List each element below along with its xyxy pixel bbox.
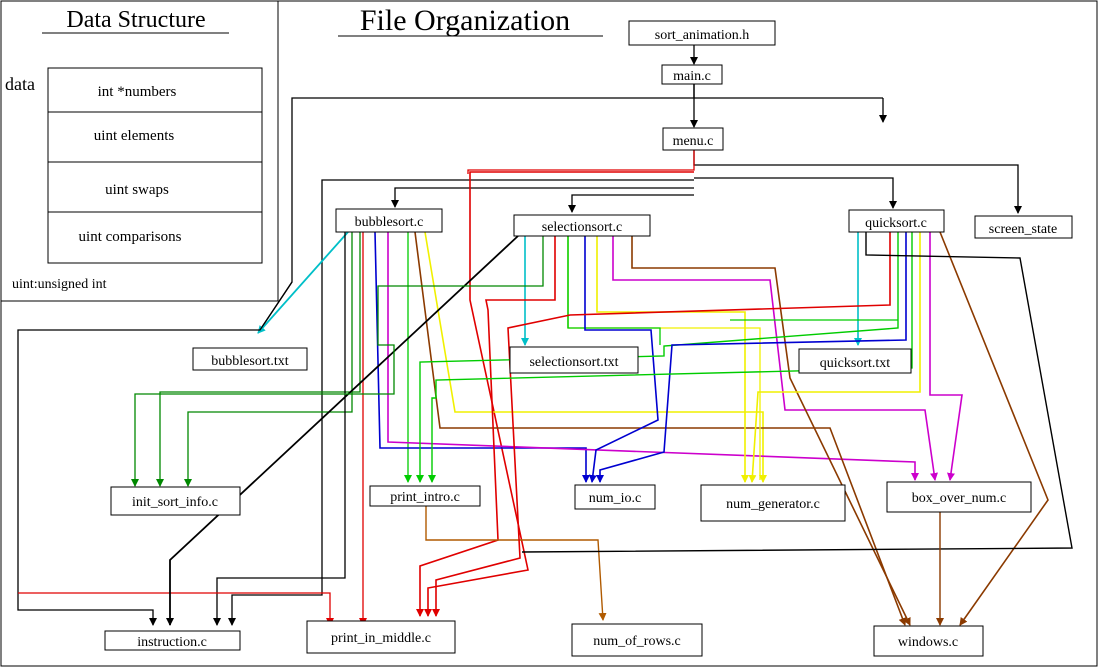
edge-quicksort-to-windows xyxy=(939,231,1049,626)
edge-main-to-instruction-top xyxy=(259,83,695,331)
edge-quicksort-to-print-in-middle xyxy=(432,232,891,617)
svg-text:windows.c: windows.c xyxy=(898,635,958,650)
edge-menu-to-selectionsort xyxy=(568,194,694,213)
edge-menu-to-quicksort xyxy=(694,177,897,209)
struct-row-numbers: int *numbers xyxy=(98,84,177,100)
svg-text:bubblesort.txt: bubblesort.txt xyxy=(211,354,288,369)
svg-text:menu.c: menu.c xyxy=(673,134,714,149)
svg-text:screen_state: screen_state xyxy=(989,222,1057,237)
node-print-in-middle-c: print_in_middle.c xyxy=(306,620,456,654)
svg-text:sort_animation.h: sort_animation.h xyxy=(655,28,750,43)
svg-text:init_sort_info.c: init_sort_info.c xyxy=(132,495,218,510)
node-selectionsort-c: selectionsort.c xyxy=(513,214,651,237)
data-structure-panel: Data Structure data int *numbers uint el… xyxy=(1,1,279,302)
edge-selectionsort-to-windows xyxy=(631,236,911,626)
edge-quicksort-to-num-generator xyxy=(748,232,921,483)
node-num-io-c: num_io.c xyxy=(574,484,656,510)
node-bubblesort-c: bubblesort.c xyxy=(335,208,443,233)
uint-note: uint:unsigned int xyxy=(12,277,107,292)
edge-bubblesort-to-instruction xyxy=(213,232,346,626)
edge-selectionsort-to-box-over-num xyxy=(612,236,938,481)
svg-text:quicksort.c: quicksort.c xyxy=(865,216,927,231)
struct-row-swaps: uint swaps xyxy=(105,182,169,198)
svg-text:print_intro.c: print_intro.c xyxy=(390,490,460,505)
svg-text:num_io.c: num_io.c xyxy=(589,491,642,506)
file-organization-title: File Organization xyxy=(360,4,570,37)
node-num-generator-c: num_generator.c xyxy=(700,484,846,522)
svg-text:num_of_rows.c: num_of_rows.c xyxy=(593,634,681,649)
node-menu-c: menu.c xyxy=(662,127,724,151)
edge-bubblesort-to-txt xyxy=(257,231,349,334)
node-print-intro-c: print_intro.c xyxy=(369,485,481,507)
node-quicksort-c: quicksort.c xyxy=(848,209,945,233)
node-screen-state: screen_state xyxy=(974,215,1073,239)
node-selectionsort-txt: selectionsort.txt xyxy=(509,346,639,374)
node-main-c: main.c xyxy=(661,64,723,85)
data-label: data xyxy=(5,74,35,94)
node-bubblesort-txt: bubblesort.txt xyxy=(192,347,308,371)
edge-bubblesort-to-windows xyxy=(414,231,907,626)
edge-bubblesort-to-init-sort-info xyxy=(156,232,361,487)
edge-quicksort-to-print-intro xyxy=(416,232,899,483)
connections xyxy=(17,45,1073,626)
svg-text:box_over_num.c: box_over_num.c xyxy=(912,491,1006,506)
edge-print-intro-to-num-of-rows xyxy=(425,506,607,621)
svg-text:main.c: main.c xyxy=(673,69,711,84)
svg-text:num_generator.c: num_generator.c xyxy=(726,497,820,512)
edge-selectionsort-to-instruction xyxy=(166,235,519,626)
edge-quicksort-to-box-over-num xyxy=(929,232,963,481)
edge-bubblesort-to-box-over-num xyxy=(387,232,919,481)
svg-text:print_in_middle.c: print_in_middle.c xyxy=(331,631,431,646)
struct-row-comparisons: uint comparisons xyxy=(79,229,182,245)
struct-box xyxy=(47,67,263,264)
node-box-over-num-c: box_over_num.c xyxy=(886,481,1032,513)
svg-text:instruction.c: instruction.c xyxy=(137,635,207,650)
node-windows-c: windows.c xyxy=(873,625,984,657)
edge-menu-to-instruction xyxy=(228,179,694,626)
node-quicksort-txt: quicksort.txt xyxy=(798,348,912,374)
node-instruction-c: instruction.c xyxy=(104,630,241,651)
svg-text:bubblesort.c: bubblesort.c xyxy=(355,215,424,230)
edge-quicksort-to-instruction xyxy=(521,232,1073,553)
edge-selectionsort-to-print-in-middle xyxy=(416,236,556,617)
node-init-sort-info-c: init_sort_info.c xyxy=(110,486,241,516)
svg-text:selectionsort.c: selectionsort.c xyxy=(542,220,622,235)
edge-bubblesort-to-num-generator xyxy=(424,231,767,483)
data-structure-title: Data Structure xyxy=(66,7,205,33)
svg-text:selectionsort.txt: selectionsort.txt xyxy=(529,355,618,370)
node-sort-animation-h: sort_animation.h xyxy=(628,20,776,46)
edge-menu-to-bubblesort xyxy=(391,187,694,208)
edge-menu-to-print-in-middle xyxy=(424,171,694,617)
edge-selectionsort-to-init-sort-info xyxy=(131,236,544,487)
node-num-of-rows-c: num_of_rows.c xyxy=(571,623,703,657)
struct-row-elements: uint elements xyxy=(94,128,175,144)
edge-quicksort-to-num-io xyxy=(596,232,907,483)
edge-menu-to-screen-state xyxy=(693,150,1022,214)
svg-text:quicksort.txt: quicksort.txt xyxy=(820,356,890,371)
edge-left-to-print-in-middle xyxy=(18,592,334,626)
